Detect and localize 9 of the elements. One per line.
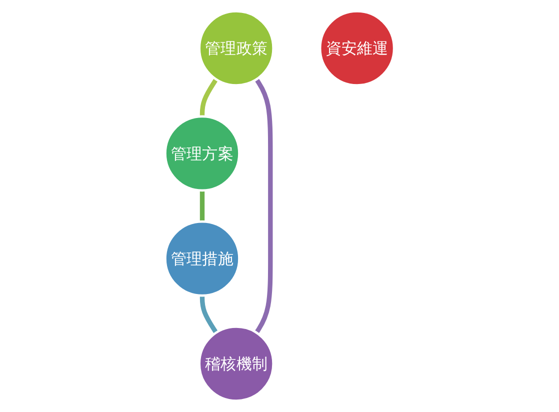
node-circle: 管理方案	[164, 115, 240, 192]
node-circle: 稽核機制	[198, 326, 274, 402]
connector	[200, 296, 218, 334]
node-circle: 管理政策	[198, 10, 274, 86]
node-circle: 管理措施	[164, 220, 240, 297]
connector	[200, 190, 204, 222]
connector	[200, 78, 218, 116]
node-circle: 資安維運	[318, 10, 396, 86]
connector	[254, 78, 273, 334]
